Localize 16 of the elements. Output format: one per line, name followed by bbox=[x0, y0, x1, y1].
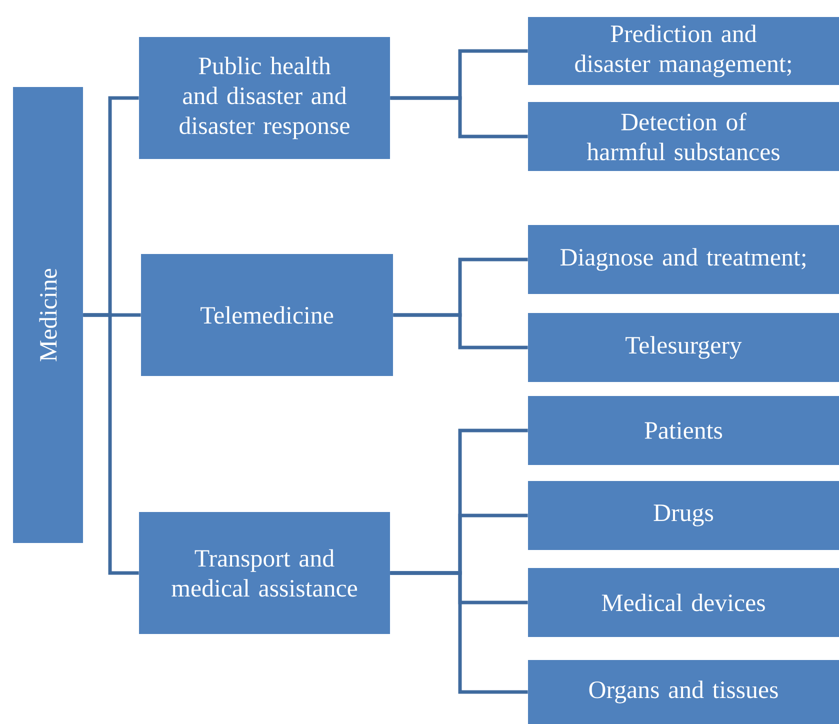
connector-line bbox=[83, 313, 139, 575]
item-box: Diagnose and treatment; bbox=[528, 224, 839, 294]
connector-line bbox=[390, 96, 528, 138]
category-box: Medicine bbox=[13, 87, 83, 543]
connector-line bbox=[390, 571, 528, 694]
subcategory-box: Public health and disaster and disaster response bbox=[139, 37, 390, 159]
subcategory-box: Telemedicine bbox=[141, 254, 393, 376]
item-box: Drugs bbox=[528, 480, 839, 550]
subcategory-box: Transport and medical assistance bbox=[139, 512, 390, 634]
item-box: Telesurgery bbox=[528, 312, 839, 382]
connector-line bbox=[393, 313, 528, 350]
item-box: Prediction and disaster management; bbox=[528, 17, 839, 85]
item-box: Medical devices bbox=[528, 568, 839, 637]
item-box: Patients bbox=[528, 396, 839, 465]
item-box: Organs and tissues bbox=[528, 660, 839, 724]
item-box: Detection of harmful substances bbox=[528, 102, 839, 171]
